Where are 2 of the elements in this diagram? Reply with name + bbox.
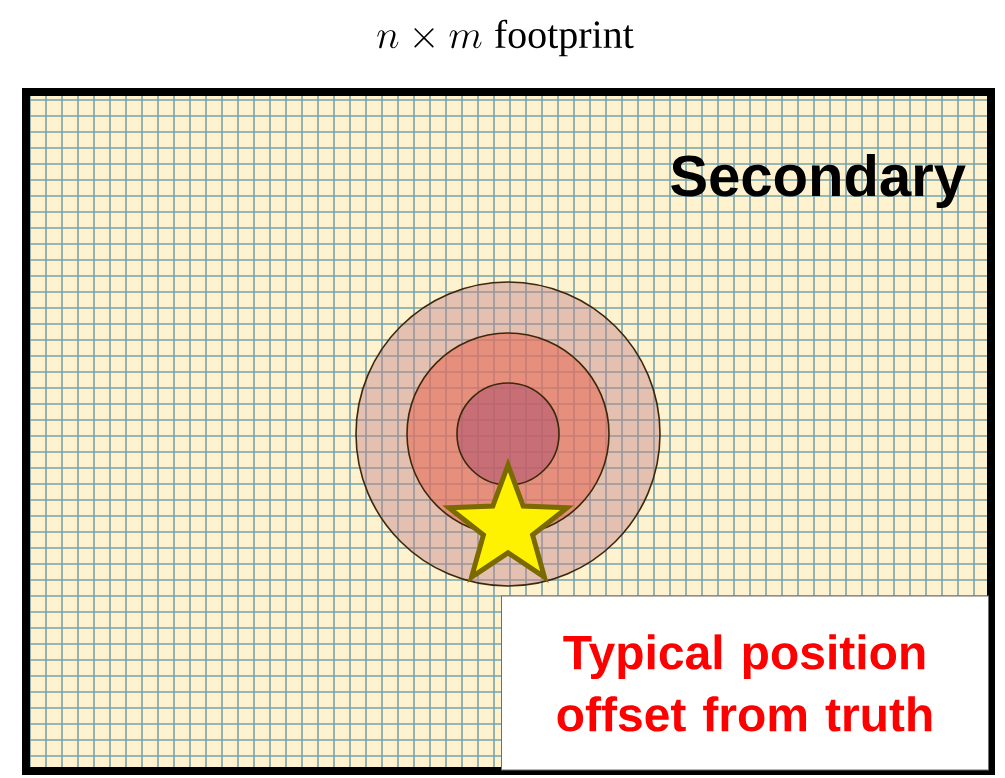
- text-box: Typical position offset from truth: [501, 595, 989, 771]
- title: $n \times m\ \mathrm{footprint}$: [377, 19, 634, 57]
